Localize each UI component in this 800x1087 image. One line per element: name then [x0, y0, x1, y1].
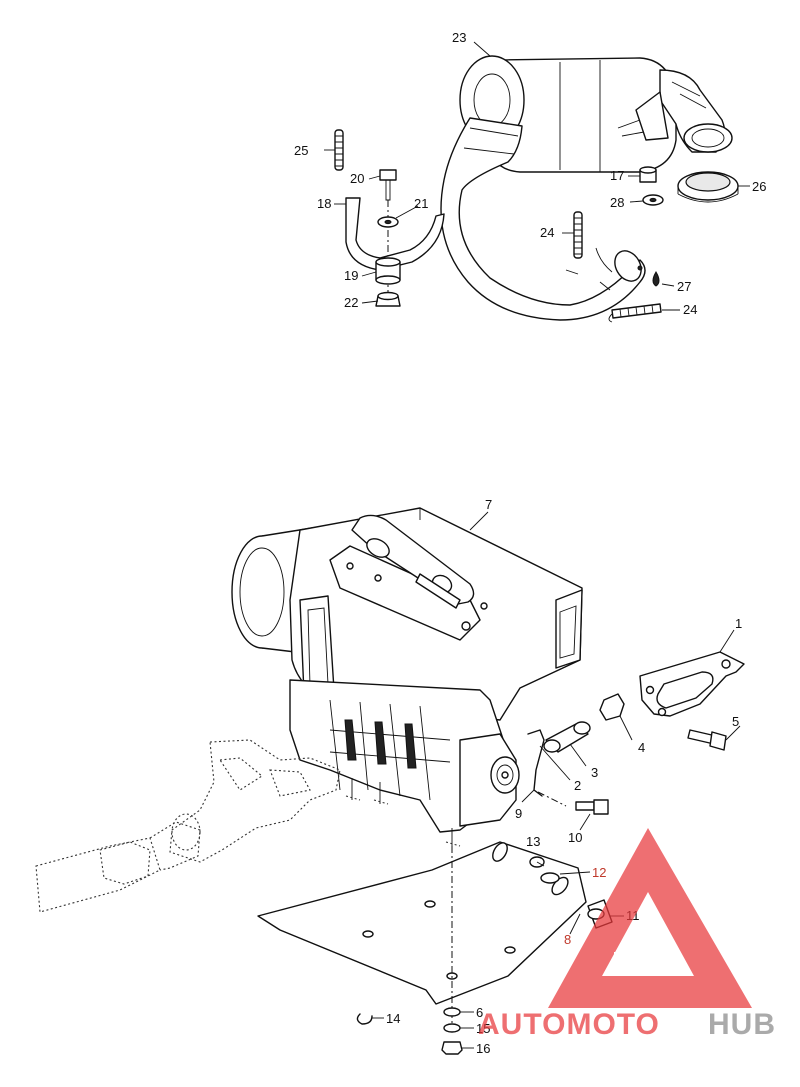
- label-16: 16: [476, 1041, 490, 1056]
- bolt-10: [575, 799, 609, 815]
- skid-plate-8: [257, 841, 587, 1005]
- label-25: 25: [294, 143, 308, 158]
- label-14: 14: [386, 1011, 400, 1026]
- label-17: 17: [610, 168, 624, 183]
- clip-9: [527, 729, 545, 797]
- label-21: 21: [414, 196, 428, 211]
- label-13: 13: [526, 834, 540, 849]
- exhaust-bracket-1: [639, 651, 745, 717]
- mount-stack: [345, 169, 445, 307]
- watermark-triangle-logo: [548, 828, 752, 1008]
- label-2: 2: [574, 778, 581, 793]
- label-22: 22: [344, 295, 358, 310]
- washer-28: [642, 194, 664, 206]
- label-8: 8: [564, 932, 571, 947]
- label-27: 27: [677, 279, 691, 294]
- automotohub-watermark: AUTOMOTO HUB: [478, 828, 776, 1041]
- sealant-dot-27: [637, 265, 643, 271]
- washer-15: [443, 1023, 461, 1033]
- label-10: 10: [568, 830, 582, 845]
- bolt-5: [687, 729, 727, 751]
- label-9: 9: [515, 806, 522, 821]
- label-24b: 24: [683, 302, 697, 317]
- label-19: 19: [344, 268, 358, 283]
- nut-16: [441, 1041, 463, 1055]
- stud-3: [543, 721, 591, 753]
- watermark-text-hub: HUB: [708, 1008, 776, 1041]
- washer-6: [443, 1007, 461, 1017]
- watermark-text-automoto: AUTOMOTO: [478, 1008, 660, 1041]
- gasket-ring-26: [677, 171, 739, 203]
- label-4: 4: [638, 740, 645, 755]
- washer-12: [540, 872, 560, 884]
- muffler-assembly: [440, 55, 733, 321]
- spring-24-lower: [608, 303, 662, 323]
- sealant-drop-27: [652, 271, 660, 287]
- label-7: 7: [485, 497, 492, 512]
- plug-17: [639, 166, 657, 183]
- label-15: 15: [476, 1021, 490, 1036]
- clip-14: [356, 1013, 373, 1025]
- leader-lines: [324, 41, 750, 1049]
- label-6: 6: [476, 1005, 483, 1020]
- label-3: 3: [591, 765, 598, 780]
- label-23: 23: [452, 30, 466, 45]
- clip-9-dashline: [537, 791, 567, 807]
- label-26: 26: [752, 179, 766, 194]
- engine-assembly: [231, 507, 583, 847]
- spring-24-upper: [573, 211, 583, 259]
- label-12: 12: [592, 865, 606, 880]
- spring-25: [334, 129, 344, 171]
- label-28: 28: [610, 195, 624, 210]
- label-20: 20: [350, 171, 364, 186]
- label-24a: 24: [540, 225, 554, 240]
- label-5: 5: [732, 714, 739, 729]
- exhaust-manifold-phantom: [35, 739, 341, 913]
- callout-labels: 23 25 20 18 21 19 22 17 26 28 24 27 24 7…: [294, 30, 766, 1056]
- label-18: 18: [317, 196, 331, 211]
- label-1: 1: [735, 616, 742, 631]
